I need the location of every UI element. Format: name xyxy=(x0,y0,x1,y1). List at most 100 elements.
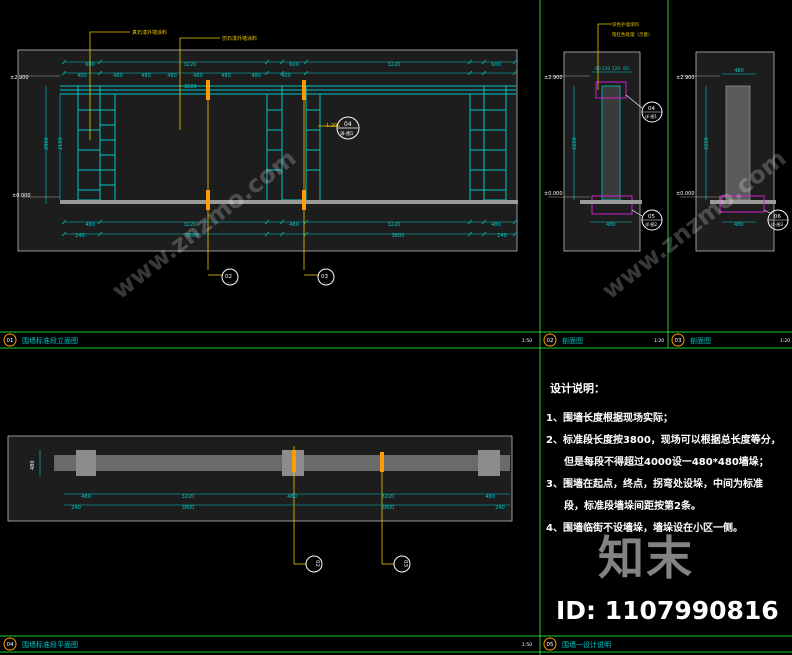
section-03-level-top: ±2.900 xyxy=(676,75,695,81)
section-03-bubble: 06 详-图3 xyxy=(763,209,789,231)
title-bar-number: 02 xyxy=(547,338,554,344)
dim-tick xyxy=(467,70,473,76)
dim-tick xyxy=(303,231,309,237)
elevation-section-mark-03-num: 03 xyxy=(321,274,328,280)
elevation-cut-mark-2 xyxy=(302,80,306,100)
title-bar-title: 剖面图 xyxy=(690,336,711,345)
plan-dim-3: 3220 xyxy=(382,494,395,500)
elevation-level-bottom: ±0.000 xyxy=(12,193,31,199)
elevation-leader-label-2: 仿石漆外墙涂料 xyxy=(222,35,257,42)
section-02-bubble-bottom-sub: 详-图2 xyxy=(645,221,657,227)
title-bar-scale: 1:50 xyxy=(522,642,532,648)
dim-tick xyxy=(61,219,67,225)
elevation-detail-bubble: 04 详-图1 xyxy=(336,116,360,140)
dim-tick xyxy=(279,59,285,65)
dim-tick xyxy=(61,231,67,237)
elevation-dimensions xyxy=(22,61,515,235)
elevation-second-dim-7: 400 xyxy=(281,73,291,79)
elevation-bubble-sub: 详-图1 xyxy=(340,130,354,137)
plan-section-mark-02: 02 xyxy=(294,555,323,573)
elevation-second-dim-4: 480 xyxy=(193,73,203,79)
elevation-vertical-dim-2: 2150 xyxy=(58,137,64,150)
plan-cut-mark-2 xyxy=(380,452,384,472)
title-bar-number: 01 xyxy=(7,338,14,344)
dim-tick xyxy=(512,59,518,65)
title-bar-title: 围墙标准段平面图 xyxy=(22,640,78,649)
section-02-top-dim-0: 60 xyxy=(595,66,601,72)
brand-watermark: 知末 xyxy=(598,531,694,585)
section-03-vertical-dim: 2250 xyxy=(704,137,710,150)
elevation-second-dim-3: 480 xyxy=(167,73,177,79)
section-02-panel: 深色外墙涂料 暗红色处理（示意） ±2.900 ±0.000 2250 480 … xyxy=(544,21,663,252)
dim-tick xyxy=(512,231,518,237)
section-03-panel: ±2.900 ±0.000 2250 480 06 详-图3 480 xyxy=(676,51,789,252)
plan-section-mark-02-num: 02 xyxy=(314,560,320,567)
section-03-dimensions xyxy=(680,73,756,223)
plan-left-dim: 480 xyxy=(30,460,36,470)
section-02-top-dim-2: 120 xyxy=(612,66,621,72)
elevation-bottom-dim-4: 480 xyxy=(491,222,501,228)
title-bar-circle xyxy=(3,333,17,347)
plan-section-mark-03-num: 03 xyxy=(402,560,408,567)
section-02-bottom-dim: 480 xyxy=(606,222,616,228)
dim-tick xyxy=(481,219,487,225)
plan-pillars xyxy=(76,450,500,476)
plan-dim2-3: 240 xyxy=(495,505,505,511)
section-02-bubble-bottom: 05 详-图2 xyxy=(631,209,663,231)
design-note-2-cont: 但是每段不得超过4000设一480*480墙垛； xyxy=(564,457,769,468)
elevation-second-dim-1: 480 xyxy=(113,73,123,79)
plan-dim2-2: 3800 xyxy=(382,505,395,511)
dim-tick xyxy=(467,231,473,237)
elevation-cut-mark-1 xyxy=(206,80,210,100)
dim-tick xyxy=(61,70,67,76)
title-bar-scale: 1:20 xyxy=(654,338,664,344)
dim-tick xyxy=(279,70,285,76)
dim-tick xyxy=(467,219,473,225)
section-02-bubble-top-sub: 详-图1 xyxy=(645,113,657,119)
plan-cut-mark-1 xyxy=(292,450,296,472)
design-note-1: 1、围墙长度根据现场实际； xyxy=(546,413,673,424)
section-02-top-dim-3: 60 xyxy=(623,66,629,72)
dim-tick xyxy=(97,59,103,65)
design-note-2: 2、标准段长度按3800，现场可以根据总长度等分， xyxy=(546,435,781,446)
plan-dim-4: 480 xyxy=(485,494,495,500)
elevation-bottom-dim2-3: 240 xyxy=(497,233,507,239)
dim-tick xyxy=(264,59,270,65)
elevation-leader-label-1: 真石漆外墙涂料 xyxy=(132,29,167,36)
dim-tick xyxy=(264,70,270,76)
dim-tick xyxy=(279,231,285,237)
plan-dim2-0: 240 xyxy=(71,505,81,511)
elevation-bottom-dim-2: 480 xyxy=(289,222,299,228)
section-02-top-dim-1: 120 xyxy=(602,66,611,72)
elevation-bubble-number: 04 xyxy=(344,121,352,128)
design-note-4: 4、围墙临街不设墙垛，墙垛设在小区一侧。 xyxy=(546,523,743,534)
title-bar-scale: 1:50 xyxy=(522,338,532,344)
title-bar-number: 03 xyxy=(675,338,682,344)
elevation-dimension-ticks xyxy=(61,59,518,237)
elevation-bottom-dim-3: 3220 xyxy=(388,222,401,228)
section-03-level-bottom: ±0.000 xyxy=(676,191,695,197)
plan-dim2-1: 3800 xyxy=(182,505,195,511)
elevation-bottom-dim2-1: 3800 xyxy=(186,233,199,239)
plan-dim-1: 3220 xyxy=(182,494,195,500)
plan-sheet xyxy=(7,435,513,522)
section-02-level-bottom: ±0.000 xyxy=(544,191,563,197)
elevation-section-mark-02-sub: - xyxy=(228,280,230,285)
section-02-base-highlight xyxy=(591,195,633,215)
elevation-top-dim-1: 3220 xyxy=(184,62,197,68)
section-02-leader-label-2: 暗红色处理（示意） xyxy=(612,31,653,38)
section-02-dimensions xyxy=(548,71,632,223)
dim-tick xyxy=(303,219,309,225)
section-02-ground xyxy=(580,200,642,204)
section-03-bubble-sub: 详-图3 xyxy=(771,221,783,227)
elevation-callout-scale: 1:20 xyxy=(326,123,337,129)
section-02-bubble-top-num: 04 xyxy=(648,106,655,112)
